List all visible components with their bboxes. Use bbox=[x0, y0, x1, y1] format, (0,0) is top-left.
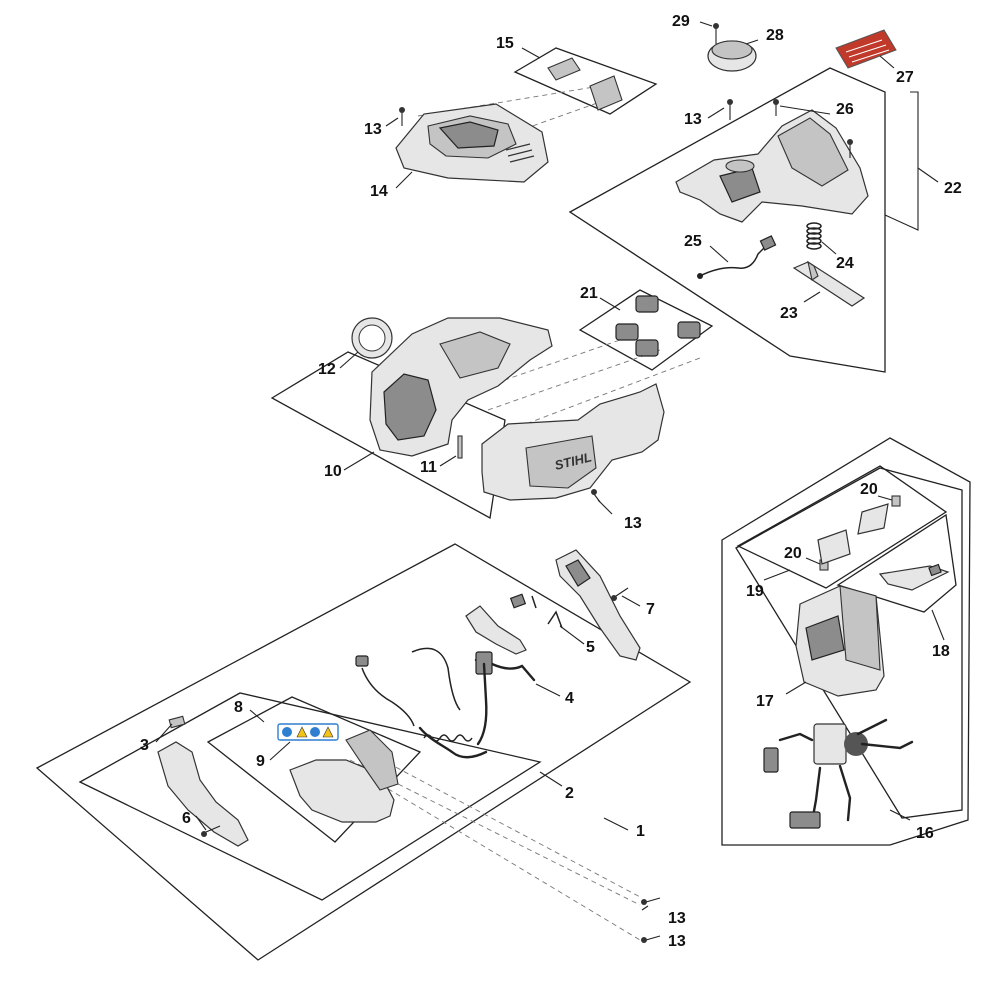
part-6-screw bbox=[201, 825, 221, 837]
dashed-line bbox=[387, 762, 643, 899]
callout-24: 24 bbox=[836, 255, 854, 272]
part-13-screw-bottom-2 bbox=[641, 935, 661, 943]
part-28-cap bbox=[707, 40, 757, 72]
part-8-guard bbox=[289, 729, 399, 823]
part-5-switch bbox=[465, 593, 563, 655]
callout-13-housing: 13 bbox=[624, 515, 642, 532]
dashed-line bbox=[509, 357, 701, 431]
frame-assembly-21 bbox=[578, 289, 714, 371]
part-16-wiring bbox=[763, 718, 914, 829]
dashed-line bbox=[364, 774, 641, 941]
part-13-screw-bottom-1 bbox=[641, 897, 661, 905]
callout-8: 8 bbox=[234, 699, 243, 716]
callout-13-bottom-2: 13 bbox=[668, 933, 686, 950]
part-14-top-cover bbox=[395, 103, 549, 183]
callout-18: 18 bbox=[932, 643, 950, 660]
part-2-coiled-cable bbox=[355, 655, 488, 759]
part-29-screw bbox=[713, 23, 719, 44]
callout-2: 2 bbox=[565, 785, 574, 802]
callout-15: 15 bbox=[496, 35, 514, 52]
callout-16: 16 bbox=[916, 825, 934, 842]
part-4-cable bbox=[411, 647, 536, 711]
part-15-pads bbox=[547, 57, 623, 111]
callout-3: 3 bbox=[140, 737, 149, 754]
callout-21: 21 bbox=[580, 285, 598, 302]
callout-13-handle: 13 bbox=[684, 111, 702, 128]
dashed-line bbox=[487, 349, 661, 411]
callout-13-bottom-1: 13 bbox=[668, 910, 686, 927]
part-3-handle-half bbox=[157, 715, 249, 847]
part-10-motor-housing bbox=[369, 317, 553, 457]
leader-lines bbox=[155, 21, 945, 911]
callout-5: 5 bbox=[586, 639, 595, 656]
part-12-gasket bbox=[351, 317, 393, 359]
part-21-blocks bbox=[615, 295, 701, 357]
part-13-screw-handle bbox=[727, 99, 733, 120]
frame-assembly-16 bbox=[721, 437, 971, 846]
callout-11: 11 bbox=[420, 459, 437, 476]
callout-20-bottom: 20 bbox=[784, 545, 802, 562]
callout-9: 9 bbox=[256, 753, 265, 770]
callout-28: 28 bbox=[766, 27, 784, 44]
part-7-handle-half bbox=[555, 549, 641, 661]
callout-23: 23 bbox=[780, 305, 798, 322]
part-26-screws bbox=[773, 99, 853, 158]
callout-17: 17 bbox=[756, 693, 774, 710]
callout-19: 19 bbox=[746, 583, 764, 600]
frame-assembly-8 bbox=[206, 696, 422, 843]
callout-7: 7 bbox=[646, 601, 655, 618]
part-13-screw-top bbox=[399, 107, 405, 126]
part-25-cable bbox=[697, 235, 777, 279]
part-9-stickers bbox=[277, 723, 339, 741]
leader-22 bbox=[917, 167, 939, 183]
frame-assembly-17 bbox=[735, 467, 963, 819]
callout-6: 6 bbox=[182, 810, 191, 827]
part-22-rear-handle bbox=[675, 109, 869, 223]
part-18-lever bbox=[878, 563, 950, 591]
callout-26: 26 bbox=[836, 101, 854, 118]
callout-13-top: 13 bbox=[364, 121, 382, 138]
callout-27: 27 bbox=[896, 69, 914, 86]
callout-29: 29 bbox=[672, 13, 690, 30]
part-11-pin bbox=[457, 435, 463, 459]
frame-assembly-1 bbox=[35, 543, 692, 961]
frame-assembly-10-11 bbox=[270, 351, 506, 520]
part-19-bracket bbox=[817, 503, 889, 565]
frame-assembly-22 bbox=[568, 67, 886, 373]
callout-1: 1 bbox=[636, 823, 645, 840]
part-7-screw bbox=[611, 587, 629, 601]
callout-22: 22 bbox=[944, 180, 962, 197]
frame-assembly-2 bbox=[78, 692, 542, 901]
frame-assembly-18 bbox=[836, 513, 957, 613]
frame-assembly-19 bbox=[736, 465, 948, 589]
callout-4: 4 bbox=[565, 690, 574, 707]
frame-assembly-15 bbox=[513, 47, 658, 115]
leader-22-bracket bbox=[884, 91, 919, 231]
part-24-spring bbox=[806, 222, 822, 250]
callout-25: 25 bbox=[684, 233, 702, 250]
housing-shell-right: STIHL bbox=[481, 383, 665, 501]
callout-12: 12 bbox=[318, 361, 336, 378]
callout-14: 14 bbox=[370, 183, 388, 200]
part-17-battery-holder bbox=[795, 585, 885, 697]
callout-20-top: 20 bbox=[860, 481, 878, 498]
callout-10: 10 bbox=[324, 463, 342, 480]
part-23-slide bbox=[792, 260, 866, 307]
part-27-warning-label bbox=[835, 29, 897, 69]
